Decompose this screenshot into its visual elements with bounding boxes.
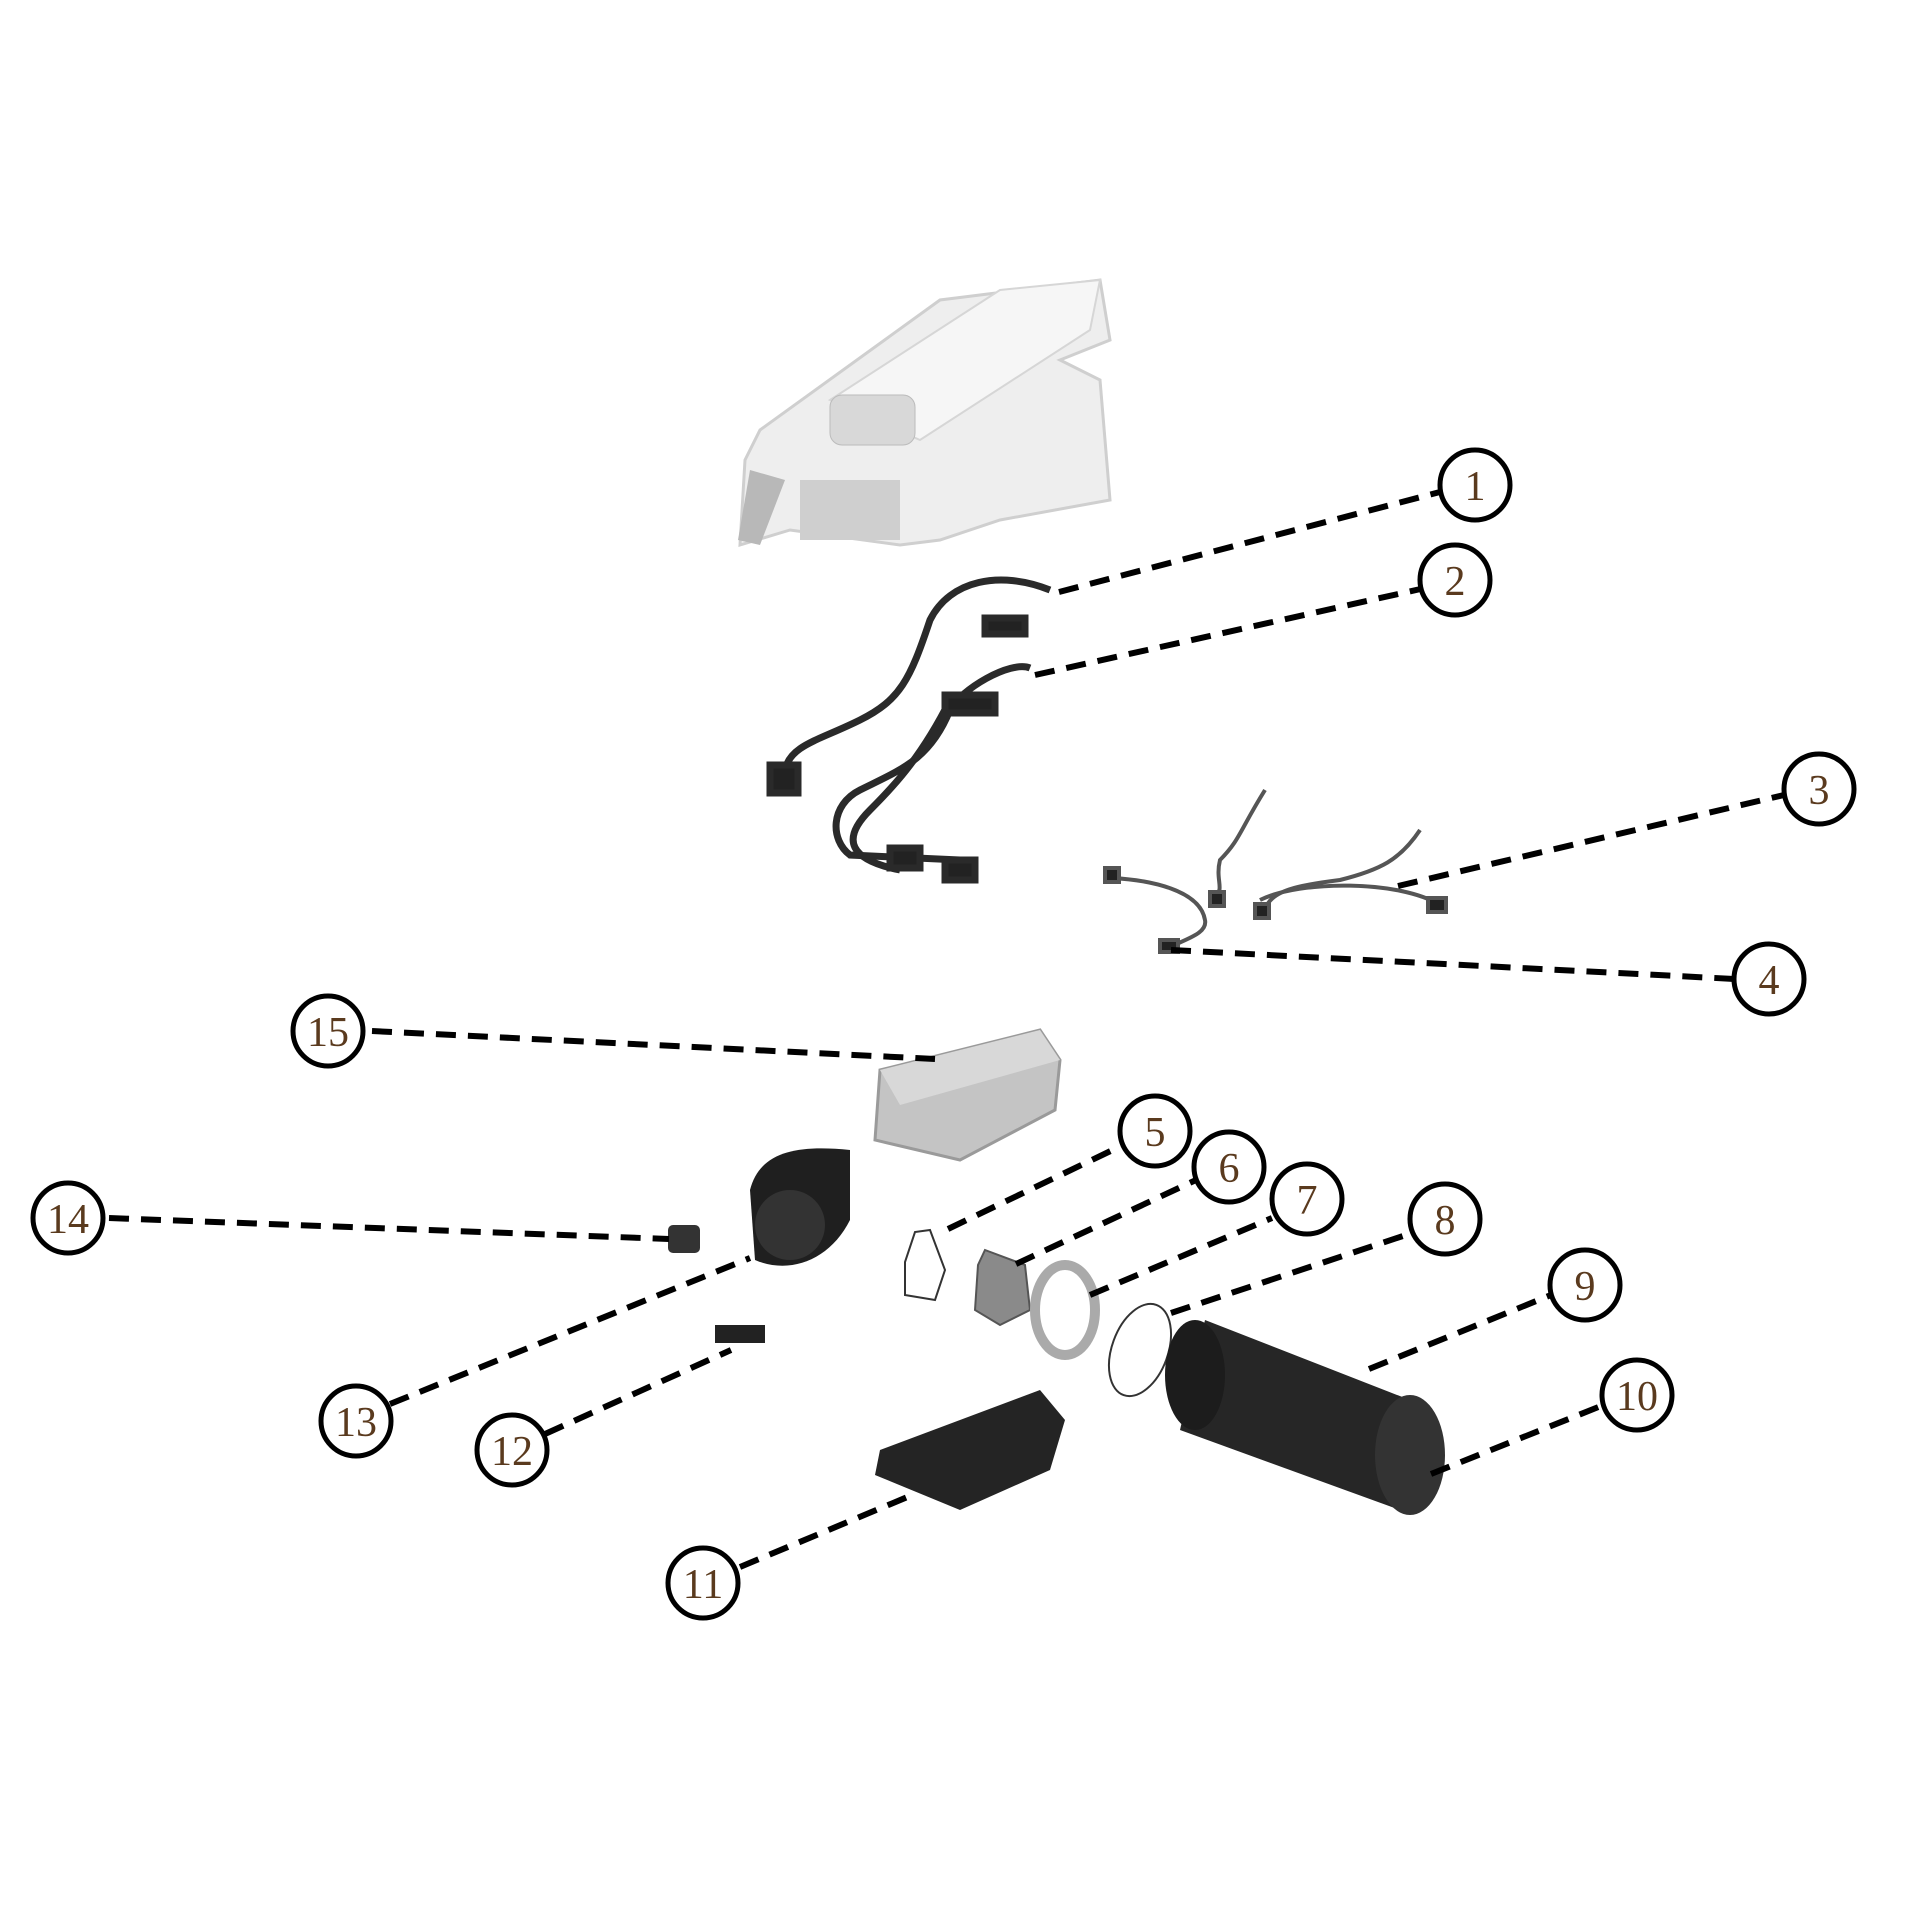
leader-line-10	[1429, 1403, 1603, 1477]
board-6-part	[973, 1248, 1032, 1327]
ring-7-part	[1030, 1260, 1100, 1360]
callout-label: 7	[1297, 1178, 1318, 1224]
callout-label: 12	[491, 1429, 533, 1475]
callout-label: 5	[1145, 1110, 1166, 1156]
leader-line-13	[388, 1255, 752, 1407]
small-sensor-part	[668, 1225, 700, 1253]
callout-label: 13	[335, 1400, 377, 1446]
wiring-harness-part	[766, 576, 1052, 884]
callout-1: 1	[1437, 447, 1513, 523]
callout-7: 7	[1269, 1161, 1345, 1237]
gasket-5-part	[904, 1228, 947, 1302]
callout-14: 14	[30, 1180, 106, 1256]
leader-line-7	[1088, 1215, 1274, 1298]
leader-line-8	[1170, 1230, 1413, 1316]
callout-12: 12	[474, 1412, 550, 1488]
base-plate-part	[875, 1390, 1065, 1510]
callout-10: 10	[1599, 1357, 1675, 1433]
leader-line-12	[543, 1347, 733, 1437]
callout-2: 2	[1417, 542, 1493, 618]
callout-11: 11	[665, 1545, 741, 1621]
small-cables-part	[1103, 788, 1448, 954]
leader-line-6	[1014, 1177, 1198, 1267]
callout-label: 2	[1445, 559, 1466, 605]
callout-label: 6	[1219, 1146, 1240, 1192]
callout-label: 11	[683, 1562, 723, 1608]
motor-housing-part	[750, 1148, 850, 1266]
callout-13: 13	[318, 1383, 394, 1459]
callout-label: 15	[307, 1010, 349, 1056]
callout-8: 8	[1407, 1181, 1483, 1257]
leader-line-4	[1170, 947, 1736, 982]
callout-label: 8	[1435, 1198, 1456, 1244]
leader-line-2	[1034, 585, 1426, 678]
callout-label: 3	[1809, 768, 1830, 814]
clip-part	[715, 1325, 765, 1343]
callout-label: 1	[1465, 464, 1486, 510]
leader-line-1	[1058, 489, 1441, 595]
leader-line-3	[1397, 792, 1785, 889]
callout-label: 4	[1759, 958, 1780, 1004]
leader-lines	[108, 489, 1785, 1570]
callout-15: 15	[290, 993, 366, 1069]
callout-6: 6	[1191, 1129, 1267, 1205]
leader-line-11	[738, 1490, 919, 1570]
leader-line-15	[371, 1028, 936, 1062]
leader-line-9	[1367, 1292, 1553, 1372]
callout-5: 5	[1117, 1093, 1193, 1169]
callout-4: 4	[1731, 941, 1807, 1017]
leader-line-5	[946, 1143, 1123, 1232]
callout-9: 9	[1547, 1247, 1623, 1323]
controller-box-part	[873, 1028, 1062, 1162]
callout-label: 14	[47, 1197, 89, 1243]
top-housing-part	[738, 278, 1112, 548]
callout-label: 10	[1616, 1374, 1658, 1420]
cylinder-motor-part	[1165, 1320, 1445, 1515]
leader-line-14	[108, 1215, 670, 1242]
callout-label: 9	[1575, 1264, 1596, 1310]
callout-3: 3	[1781, 751, 1857, 827]
